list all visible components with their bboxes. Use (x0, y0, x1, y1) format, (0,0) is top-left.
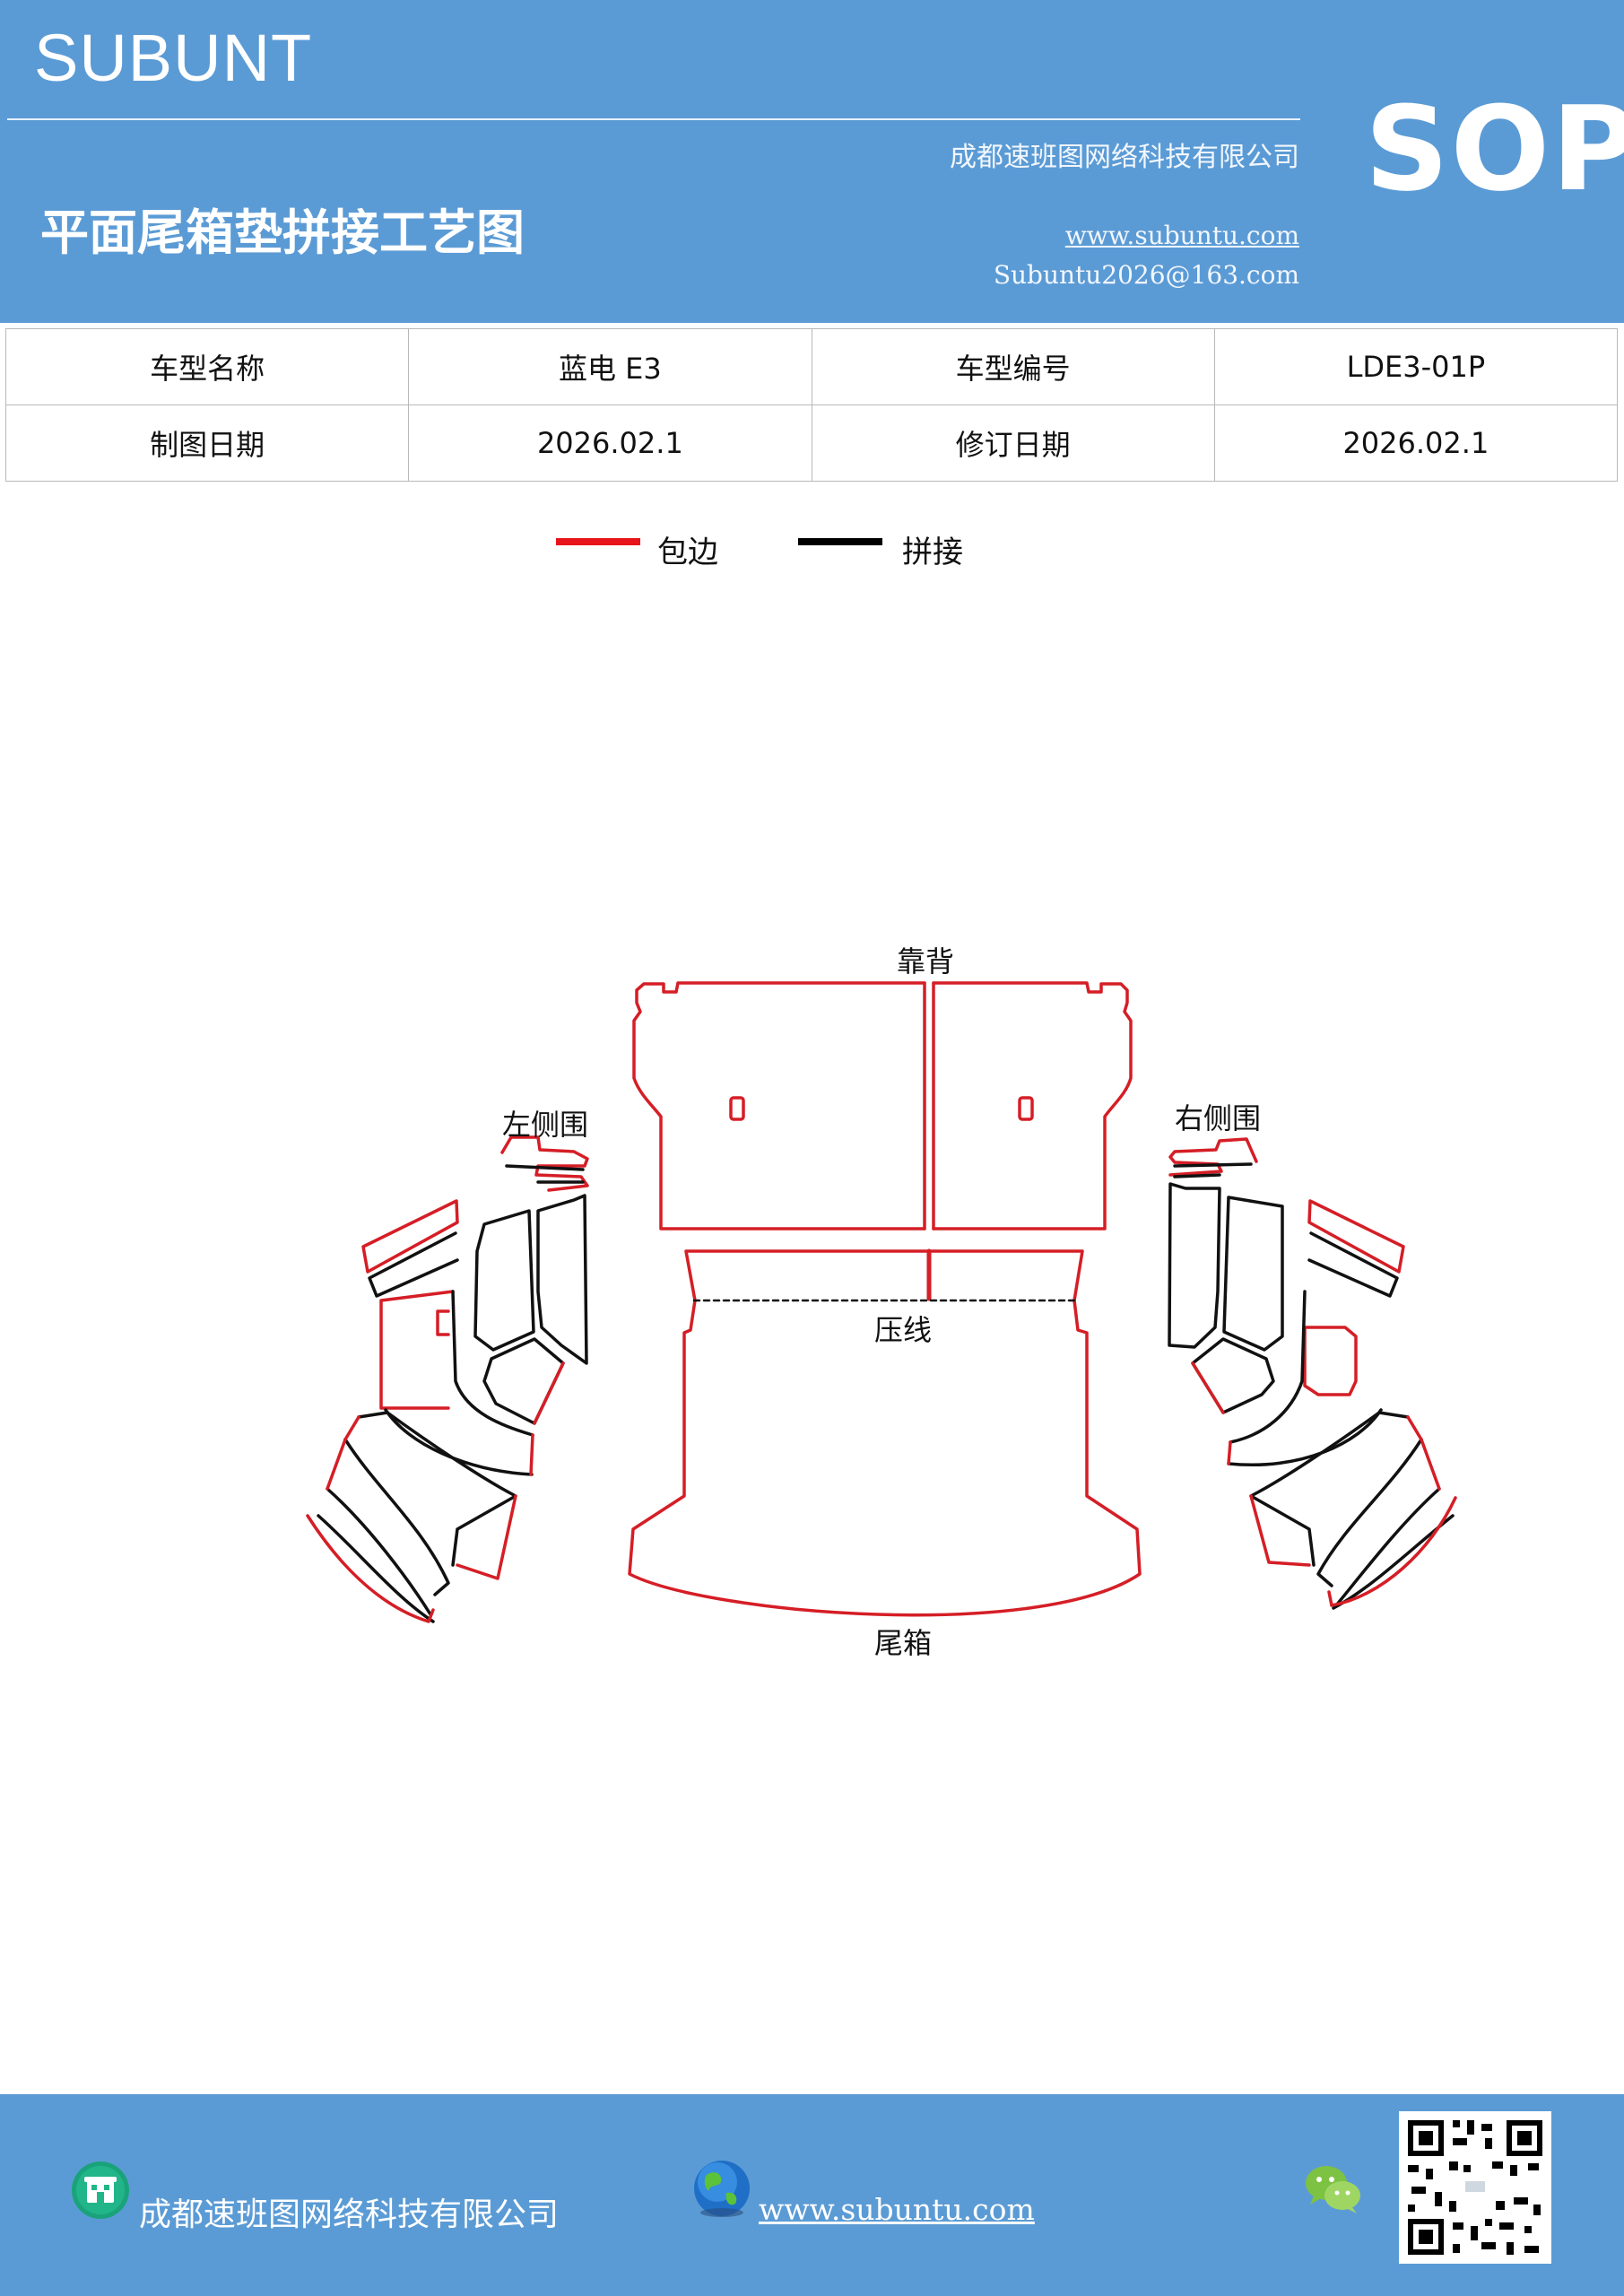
table-cell: 车型名称 (4, 328, 410, 405)
table-cell: 蓝电 E3 (408, 328, 812, 405)
footer-company-name: 成都速班图网络科技有限公司 (139, 2196, 560, 2233)
header-banner (0, 0, 1624, 323)
footer-website-link[interactable]: www.subuntu.com (759, 2192, 1035, 2227)
legend-label: 拼接 (902, 535, 963, 570)
qr-code[interactable] (1399, 2111, 1551, 2264)
label-right-side: 右侧围 (1175, 1101, 1261, 1135)
wechat-icon[interactable] (1303, 2161, 1364, 2217)
website-link[interactable]: www.subuntu.com (1064, 221, 1299, 250)
table-cell: 2026.02.1 (1213, 404, 1619, 482)
company-name: 成都速班图网络科技有限公司 (950, 142, 1299, 173)
label-backrest: 靠背 (897, 944, 954, 978)
vehicle-info-table: 车型名称 蓝电 E3 车型编号 LDE3-01P 制图日期 2026.02.1 … (4, 328, 1619, 482)
header-divider (7, 118, 1300, 120)
right-side-panel (1168, 1137, 1457, 1610)
label-trunk: 尾箱 (874, 1626, 932, 1660)
legend-label: 包边 (657, 535, 718, 570)
email-address: Subuntu2026@163.com (993, 260, 1299, 290)
label-left-side: 左侧围 (502, 1108, 588, 1142)
table-cell: 制图日期 (4, 404, 410, 482)
legend-swatch-red (556, 538, 640, 545)
table-cell: 车型编号 (811, 328, 1215, 405)
legend-swatch-black (798, 538, 882, 545)
label-crease: 压线 (874, 1313, 932, 1347)
table-cell: 2026.02.1 (408, 404, 812, 482)
trunk-panel (628, 1248, 1142, 1617)
table-row: 制图日期 2026.02.1 修订日期 2026.02.1 (4, 404, 1619, 482)
building-icon (72, 2161, 129, 2219)
brand-logo-text: SUBUNT (34, 21, 313, 95)
table-cell: 修订日期 (811, 404, 1215, 482)
backrest-panel (632, 981, 1133, 1231)
globe-icon (694, 2161, 750, 2217)
table-cell: LDE3-01P (1213, 328, 1619, 405)
left-side-panel (306, 1135, 589, 1623)
document-title: 平面尾箱垫拼接工艺图 (40, 204, 525, 261)
sop-badge: SOP (1365, 81, 1624, 217)
table-row: 车型名称 蓝电 E3 车型编号 LDE3-01P (4, 328, 1619, 405)
